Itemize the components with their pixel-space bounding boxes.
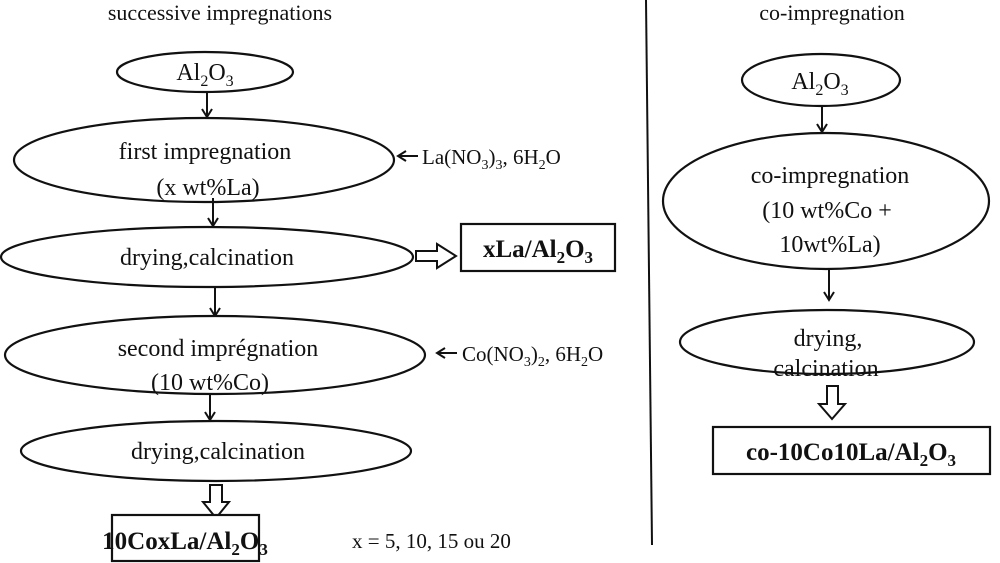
drying-2-label: drying,calcination	[131, 439, 305, 465]
second-impregnation-loading: (10 wt%Co)	[151, 370, 269, 396]
co-precursor-label: Co(NO3)2, 6H2O	[462, 342, 603, 370]
x-values-note: x = 5, 10, 15 ou 20	[352, 529, 511, 553]
start-node-label: Al2O3	[176, 60, 233, 90]
drying-2-shape	[19, 419, 413, 483]
first-impregnation-shape	[12, 116, 396, 204]
second-impregnation-shape	[3, 314, 427, 396]
final-product-box: 10CoxLa/Al2O3	[102, 513, 268, 563]
co-start-node-label: Al2O3	[791, 69, 848, 99]
successive-start-node: Al2O3	[115, 50, 295, 94]
start-node-shape	[115, 50, 295, 94]
intermediate-product-box: xLa/Al2O3	[459, 222, 617, 273]
co-drying-calcination-node: drying, calcination	[678, 308, 976, 382]
co-final-product-box: co-10Co10La/Al2O3	[711, 425, 992, 476]
section-divider	[645, 0, 653, 546]
co-start-node: Al2O3	[740, 52, 902, 108]
co-final-product-label: co-10Co10La/Al2O3	[746, 439, 956, 470]
hollow-right-arrow-icon	[415, 242, 458, 270]
drying-calcination-2-node: drying,calcination	[19, 419, 413, 483]
intermediate-product-label: xLa/Al2O3	[483, 236, 593, 267]
co-impregnation-heading: co-impregnation	[759, 0, 904, 25]
co-drying-subtitle: calcination	[773, 356, 878, 382]
drying-1-label: drying,calcination	[120, 245, 294, 271]
successive-heading: successive impregnations	[108, 0, 332, 25]
drying-1-shape	[0, 225, 415, 289]
drying-calcination-1-node: drying,calcination	[0, 225, 415, 289]
co-impregnation-title: co-impregnation	[751, 163, 910, 189]
intermediate-product-frame	[459, 222, 617, 273]
co-impregnation-node: co-impregnation (10 wt%Co + 10wt%La)	[661, 131, 991, 271]
first-impregnation-loading: (x wt%La)	[156, 175, 259, 201]
second-impregnation-title: second imprégnation	[118, 336, 319, 362]
first-impregnation-title: first impregnation	[119, 139, 292, 165]
co-drying-title: drying,	[794, 326, 863, 352]
co-final-product-frame	[711, 425, 992, 476]
la-precursor-label: La(NO3)3, 6H2O	[422, 145, 561, 173]
first-impregnation-node: first impregnation (x wt%La)	[12, 116, 396, 204]
final-product-label: 10CoxLa/Al2O3	[102, 528, 268, 559]
co-impregnation-loading-co: (10 wt%Co +	[762, 198, 892, 224]
hollow-down-arrow-icon	[200, 484, 232, 520]
co-impregnation-loading-la: 10wt%La)	[779, 232, 880, 258]
hollow-down-arrow-icon	[816, 385, 848, 421]
final-product-frame	[110, 513, 261, 563]
co-impregnation-shape	[661, 131, 991, 271]
second-impregnation-node: second imprégnation (10 wt%Co)	[3, 314, 427, 396]
co-drying-shape	[678, 308, 976, 376]
